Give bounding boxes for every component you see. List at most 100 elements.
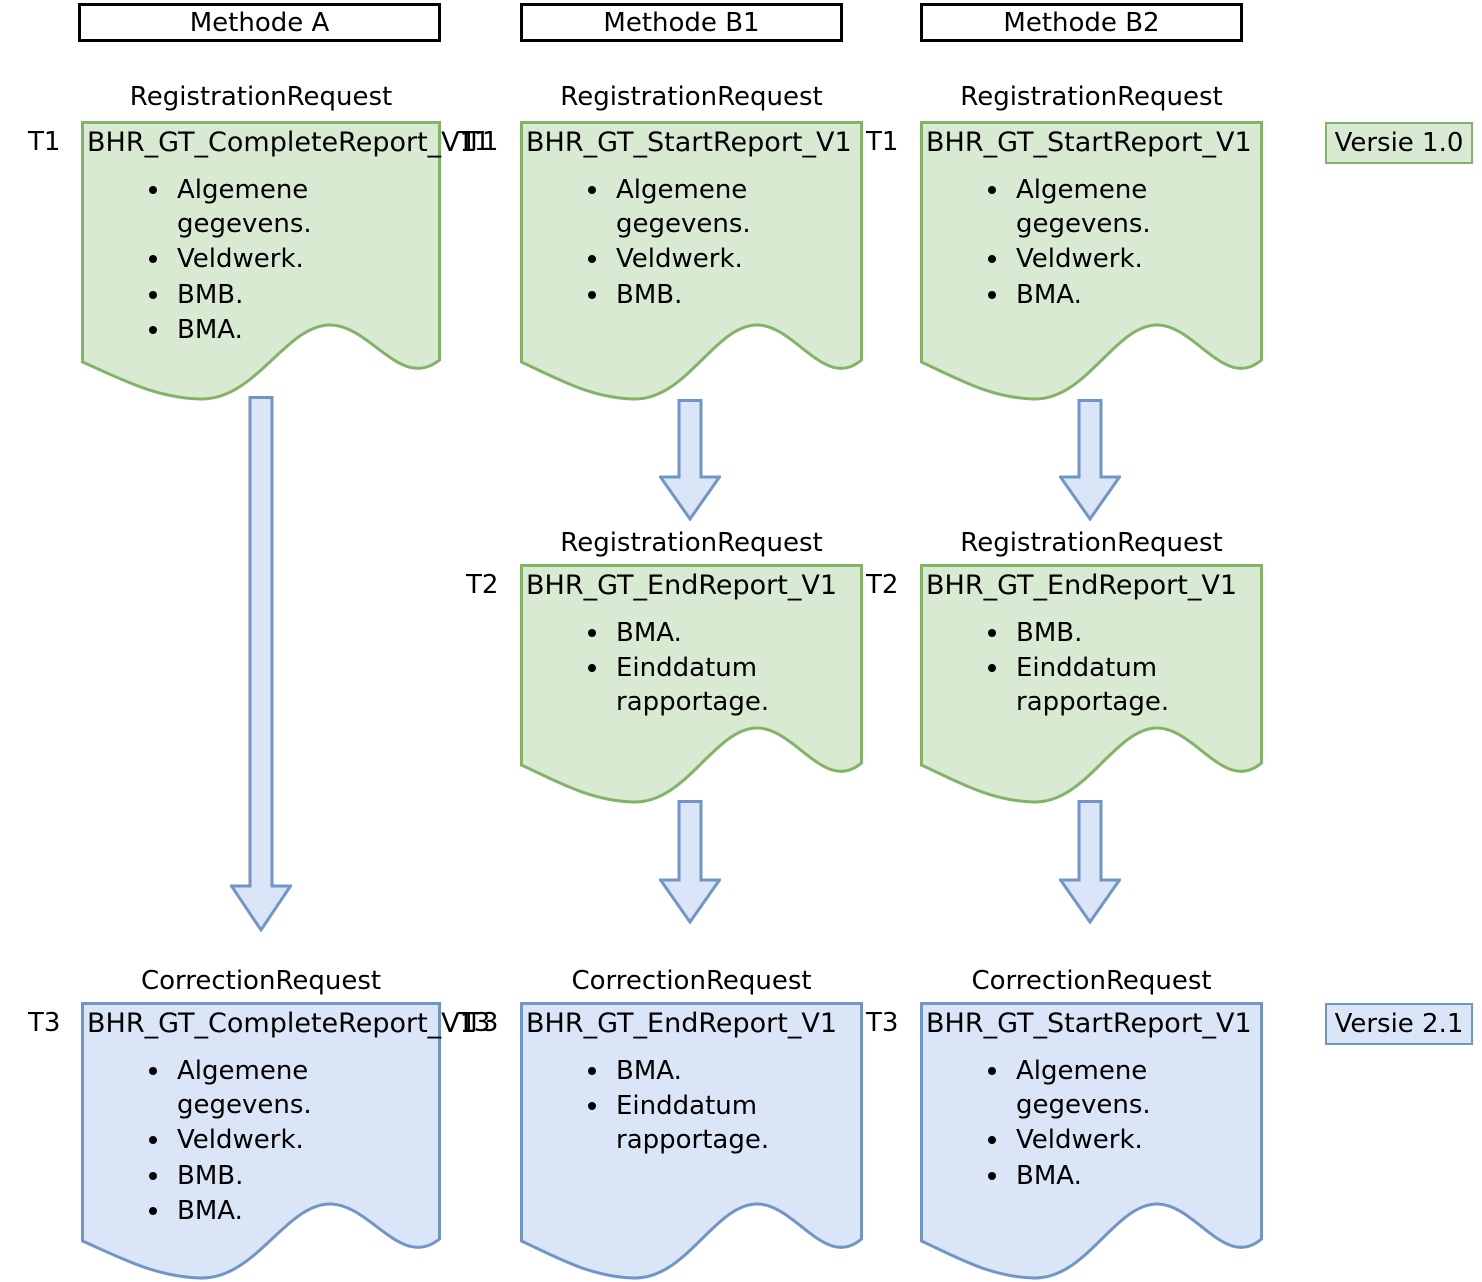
document-body-b2-t2: BHR_GT_EndReport_V1 BMB. Einddatum rappo… <box>920 564 1263 721</box>
time-label-b1-t1-right: T1 <box>866 127 899 157</box>
document-shape-b1-t2 <box>520 564 863 804</box>
caption-b2-t3: CorrectionRequest <box>971 966 1212 996</box>
legend-versie-2-label: Versie 2.1 <box>1334 1009 1464 1039</box>
document-a-t1[interactable]: BHR_GT_CompleteReport_V1 Algemene gegeve… <box>81 121 477 401</box>
caption-a-t1: RegistrationRequest <box>129 82 393 112</box>
list-item: BMB. <box>582 278 861 312</box>
document-b2-t2[interactable]: BHR_GT_EndReport_V1 BMB. Einddatum rappo… <box>920 564 1263 804</box>
list-item: BMA. <box>982 278 1261 312</box>
list-item: BMA. <box>143 1194 439 1228</box>
document-list-a-t3: Algemene gegevens. Veldwerk. BMB. BMA. <box>87 1054 439 1229</box>
document-title-b2-t2: BHR_GT_EndReport_V1 <box>926 570 1238 601</box>
list-item: Veldwerk. <box>982 242 1261 276</box>
document-list-b2-t2: BMB. Einddatum rapportage. <box>926 616 1261 720</box>
document-title-b1-t3: BHR_GT_EndReport_V1 <box>526 1008 838 1039</box>
list-item: Einddatum rapportage. <box>582 651 806 720</box>
document-list-b1-t3: BMA. Einddatum rapportage. <box>526 1054 861 1158</box>
list-item: BMB. <box>143 278 439 312</box>
document-body-a-t3: BHR_GT_CompleteReport_V1 Algemene gegeve… <box>81 1002 477 1229</box>
time-label-b1-t3-right: T3 <box>866 1008 899 1038</box>
caption-b1-t1: RegistrationRequest <box>560 82 823 112</box>
document-body-b1-t3: BHR_GT_EndReport_V1 BMA. Einddatum rappo… <box>520 1002 863 1159</box>
document-title-b2-t1: BHR_GT_StartReport_V1 <box>926 127 1252 158</box>
list-item: Algemene gegevens. <box>982 1054 1261 1123</box>
caption-b2-t1: RegistrationRequest <box>960 82 1223 112</box>
document-body-b2-t1: BHR_GT_StartReport_V1 Algemene gegevens.… <box>920 121 1263 313</box>
method-header-b1: Methode B1 <box>520 3 843 42</box>
time-label-b1-t2-left: T2 <box>466 570 499 600</box>
time-label-b1-t2-right: T2 <box>866 570 899 600</box>
method-header-a: Methode A <box>78 3 441 42</box>
list-item: Veldwerk. <box>143 242 439 276</box>
arrow-b2-t2-to-t3 <box>1059 800 1121 924</box>
document-body-a-t1: BHR_GT_CompleteReport_V1 Algemene gegeve… <box>81 121 477 348</box>
document-body-b1-t2: BHR_GT_EndReport_V1 BMA. Einddatum rappo… <box>520 564 863 721</box>
method-header-a-label: Methode A <box>189 7 330 38</box>
document-list-b1-t2: BMA. Einddatum rapportage. <box>526 616 861 720</box>
arrow-a-t1-to-t3 <box>230 396 292 932</box>
time-label-b1-t3-left: T3 <box>466 1008 499 1038</box>
document-shape-b2-t1 <box>920 121 1263 401</box>
document-b1-t2[interactable]: BHR_GT_EndReport_V1 BMA. Einddatum rappo… <box>520 564 863 804</box>
list-item: Einddatum rapportage. <box>582 1089 806 1158</box>
document-b2-t3[interactable]: BHR_GT_StartReport_V1 Algemene gegevens.… <box>920 1002 1263 1280</box>
document-shape-b1-t3 <box>520 1002 863 1280</box>
list-item: Algemene gegevens. <box>143 1054 439 1123</box>
document-b1-t3[interactable]: BHR_GT_EndReport_V1 BMA. Einddatum rappo… <box>520 1002 863 1280</box>
arrow-down-icon <box>659 399 721 521</box>
list-item: BMB. <box>982 616 1261 650</box>
arrow-b1-t1-to-t2 <box>659 399 721 521</box>
document-title-a-t3: BHR_GT_CompleteReport_V1 <box>87 1008 477 1039</box>
arrow-b1-t2-to-t3 <box>659 800 721 924</box>
document-list-b2-t1: Algemene gegevens. Veldwerk. BMA. <box>926 173 1261 312</box>
arrow-down-icon <box>659 800 721 924</box>
document-b1-t1[interactable]: BHR_GT_StartReport_V1 Algemene gegevens.… <box>520 121 863 401</box>
document-body-b2-t3: BHR_GT_StartReport_V1 Algemene gegevens.… <box>920 1002 1263 1194</box>
list-item: Veldwerk. <box>582 242 861 276</box>
list-item: BMA. <box>982 1159 1261 1193</box>
caption-b1-t2: RegistrationRequest <box>560 528 823 558</box>
list-item: Algemene gegevens. <box>582 173 861 242</box>
document-a-t3[interactable]: BHR_GT_CompleteReport_V1 Algemene gegeve… <box>81 1002 477 1280</box>
time-label-a-t1-right: T1 <box>458 127 491 157</box>
document-shape-b2-t2 <box>920 564 1263 804</box>
method-header-b2: Methode B2 <box>920 3 1243 42</box>
legend-versie-1: Versie 1.0 <box>1325 122 1473 164</box>
document-title-b2-t3: BHR_GT_StartReport_V1 <box>926 1008 1252 1039</box>
list-item: BMA. <box>582 616 861 650</box>
list-item: BMA. <box>143 313 439 347</box>
document-title-b1-t2: BHR_GT_EndReport_V1 <box>526 570 838 601</box>
document-shape-b2-t3 <box>920 1002 1263 1280</box>
time-label-a-t3-left: T3 <box>28 1008 61 1038</box>
caption-b1-t3: CorrectionRequest <box>571 966 812 996</box>
list-item: Veldwerk. <box>143 1123 439 1157</box>
time-label-a-t1-left: T1 <box>28 127 61 157</box>
document-list-a-t1: Algemene gegevens. Veldwerk. BMB. BMA. <box>87 173 439 348</box>
list-item: Algemene gegevens. <box>143 173 439 242</box>
list-item: Einddatum rapportage. <box>982 651 1206 720</box>
document-title-b1-t1: BHR_GT_StartReport_V1 <box>526 127 852 158</box>
list-item: Algemene gegevens. <box>982 173 1261 242</box>
document-shape-b1-t1 <box>520 121 863 401</box>
list-item: BMA. <box>582 1054 861 1088</box>
document-title-a-t1: BHR_GT_CompleteReport_V1 <box>87 127 477 158</box>
arrow-down-icon <box>1059 399 1121 521</box>
method-header-b1-label: Methode B1 <box>603 7 760 38</box>
time-label-b1-t1-left: T1 <box>466 127 499 157</box>
document-body-b1-t1: BHR_GT_StartReport_V1 Algemene gegevens.… <box>520 121 863 313</box>
document-list-b2-t3: Algemene gegevens. Veldwerk. BMA. <box>926 1054 1261 1193</box>
legend-versie-1-label: Versie 1.0 <box>1334 128 1464 158</box>
arrow-down-icon <box>230 396 292 932</box>
arrow-b2-t1-to-t2 <box>1059 399 1121 521</box>
document-shape-a-t3 <box>81 1002 441 1280</box>
time-label-a-t3-right: T3 <box>458 1008 491 1038</box>
document-shape-a-t1 <box>81 121 441 401</box>
caption-b2-t2: RegistrationRequest <box>960 528 1223 558</box>
caption-a-t3: CorrectionRequest <box>140 966 382 996</box>
legend-versie-2: Versie 2.1 <box>1325 1003 1473 1045</box>
document-list-b1-t1: Algemene gegevens. Veldwerk. BMB. <box>526 173 861 312</box>
document-b2-t1[interactable]: BHR_GT_StartReport_V1 Algemene gegevens.… <box>920 121 1263 401</box>
list-item: Veldwerk. <box>982 1123 1261 1157</box>
method-header-b2-label: Methode B2 <box>1003 7 1160 38</box>
